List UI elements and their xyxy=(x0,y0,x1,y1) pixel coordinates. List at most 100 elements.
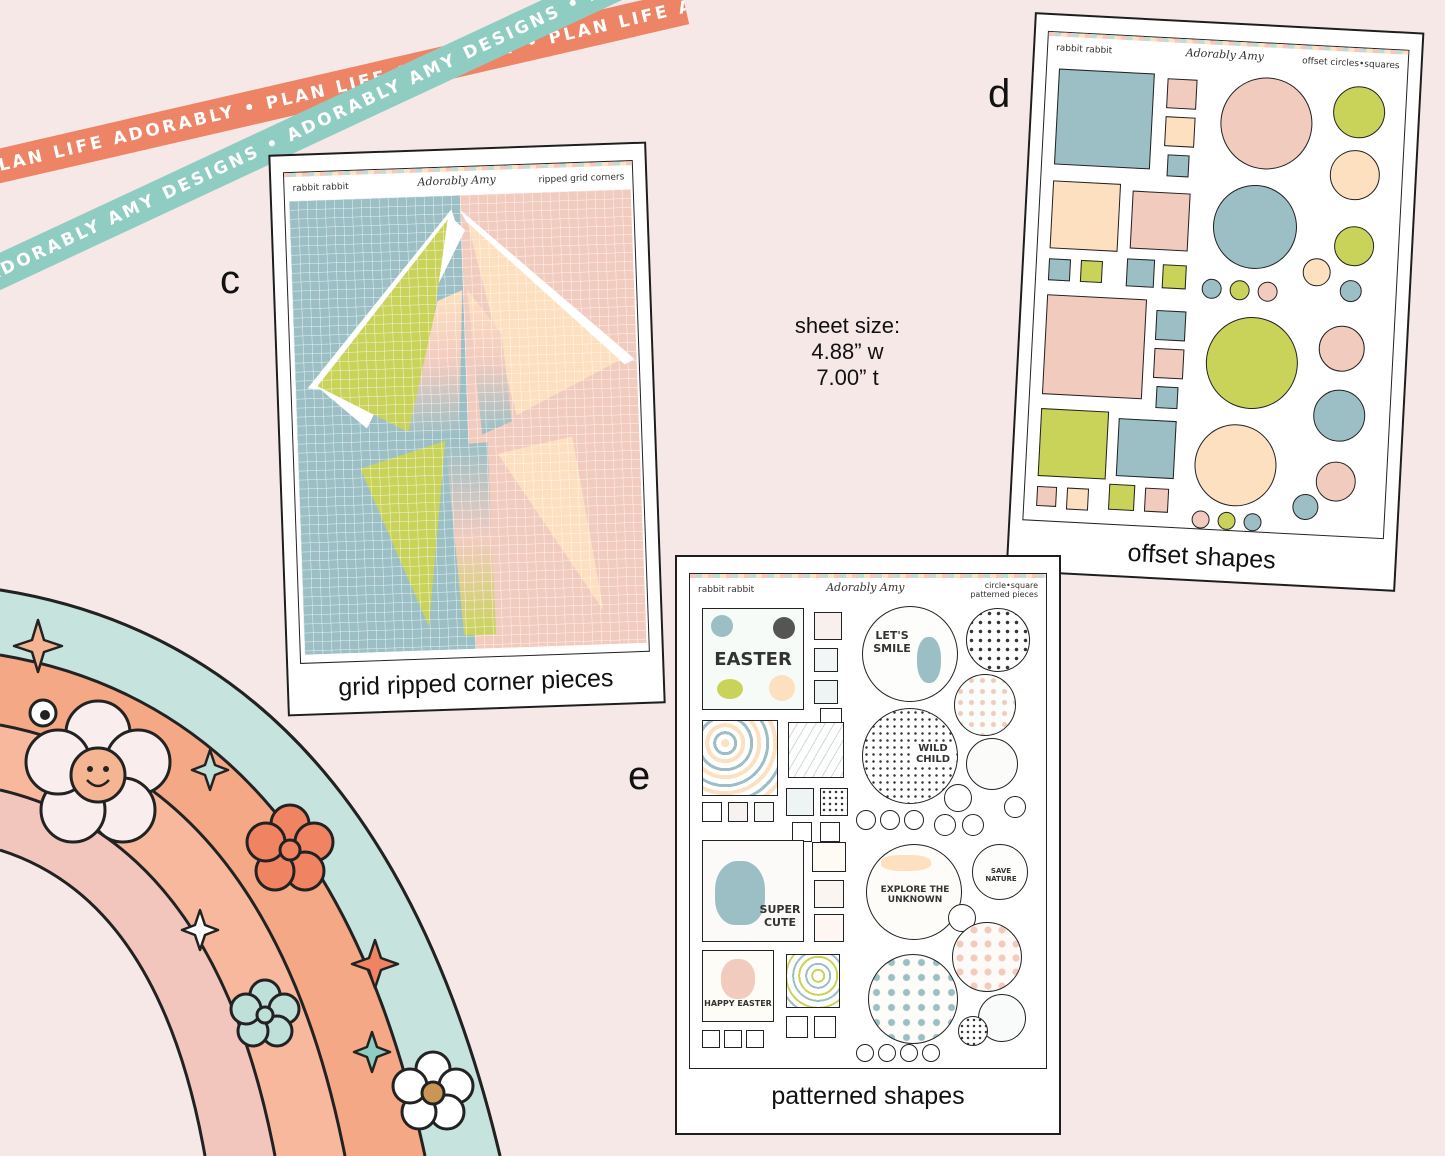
pattern-circle xyxy=(1004,796,1026,818)
bunny-square-sticker xyxy=(814,648,838,672)
square-sticker xyxy=(1164,116,1196,148)
happy-easter-sticker: HAPPY EASTER xyxy=(702,950,774,1022)
sheet-title: circle•square patterned pieces xyxy=(970,581,1038,599)
small-pattern-sticker xyxy=(728,802,748,822)
sparkle-icon xyxy=(352,1030,392,1074)
small-pattern-sticker xyxy=(724,1030,742,1048)
small-pattern-sticker xyxy=(746,1030,764,1048)
save-nature-sticker: SAVE NATURE xyxy=(972,844,1028,900)
square-sticker xyxy=(1115,418,1177,480)
smiley-flower-icon xyxy=(24,699,172,844)
square-sticker xyxy=(1036,485,1058,507)
sparkle-icon xyxy=(350,938,400,990)
circle-sticker xyxy=(1317,324,1366,373)
square-sticker xyxy=(1107,483,1136,512)
label-d: d xyxy=(988,72,1011,116)
rain-pattern-sticker xyxy=(788,722,844,778)
happy-easter-text: HAPPY EASTER xyxy=(704,999,772,1008)
circle-sticker xyxy=(1311,388,1367,443)
pattern-circle xyxy=(934,814,956,836)
square-sticker xyxy=(1161,264,1187,290)
square-sticker xyxy=(1143,487,1170,513)
circle-sticker xyxy=(1339,279,1363,303)
circle-sticker xyxy=(1328,148,1382,202)
pattern-circle xyxy=(922,1044,940,1062)
bunny-square-sticker xyxy=(814,914,844,942)
circle-sticker xyxy=(1218,75,1315,172)
floral-pattern-sticker xyxy=(786,954,840,1008)
pattern-circle xyxy=(878,1044,896,1062)
circle-sticker xyxy=(1257,281,1279,303)
rainbow-decoration xyxy=(0,588,502,1156)
circle-sticker xyxy=(1191,510,1211,530)
bunny-square-sticker xyxy=(814,880,844,908)
square-sticker xyxy=(1079,259,1103,284)
circle-sticker xyxy=(1243,512,1262,532)
label-e: e xyxy=(628,754,651,798)
sheet-size-label: sheet size: 4.88” w 7.00” t xyxy=(770,313,925,391)
dot-pattern-sticker xyxy=(820,788,848,816)
brand-logo: Adorably Amy xyxy=(417,172,497,189)
circle-sticker xyxy=(1217,511,1237,531)
sheet-d-offset-shapes: rabbit rabbit Adorably Amy offset circle… xyxy=(1005,12,1425,592)
pattern-circle xyxy=(962,814,984,836)
square-sticker xyxy=(1154,309,1187,342)
easter-sticker: EASTER xyxy=(702,608,804,710)
eye-icon xyxy=(28,698,58,728)
small-pattern-sticker xyxy=(754,802,774,822)
small-pattern-sticker xyxy=(814,1016,836,1038)
pattern-circle xyxy=(856,810,876,830)
sheet-size-height: 7.00” t xyxy=(816,365,879,390)
collection-name: rabbit rabbit xyxy=(698,585,755,595)
square-sticker xyxy=(1166,154,1190,178)
sparkle-icon xyxy=(180,908,220,952)
circle-sticker xyxy=(1301,257,1332,287)
circle-sticker xyxy=(1229,279,1251,301)
small-pattern-sticker xyxy=(786,1016,808,1038)
square-sticker xyxy=(1049,180,1122,252)
patterned-shapes-grid: EASTER SUPER CUTE xyxy=(696,604,1040,1068)
square-sticker xyxy=(1053,68,1155,170)
square-sticker xyxy=(1155,386,1179,410)
daisy-icon xyxy=(391,1050,475,1131)
super-cute-text: SUPER CUTE xyxy=(759,903,801,929)
sparkle-icon xyxy=(12,618,64,674)
collection-name: rabbit rabbit xyxy=(292,181,349,194)
teal-flower-icon xyxy=(229,978,301,1048)
lets-smile-sticker: LET'S SMILE xyxy=(862,606,958,702)
brand-logo: Adorably Amy xyxy=(826,581,905,594)
floral-pattern-sticker xyxy=(702,720,778,796)
bunny-pattern-circle xyxy=(952,922,1022,992)
super-cute-sticker: SUPER CUTE xyxy=(702,840,804,942)
square-sticker xyxy=(1152,347,1185,380)
wild-child-sticker: WILD CHILD xyxy=(862,708,958,804)
sparkle-icon xyxy=(190,748,230,792)
sheet-title: ripped grid corners xyxy=(538,172,625,186)
ripped-grid-art xyxy=(288,189,647,655)
circle-sticker xyxy=(1314,460,1357,503)
circle-sticker xyxy=(1201,278,1223,300)
square-sticker xyxy=(1041,294,1148,400)
pattern-circle xyxy=(856,1044,874,1062)
square-sticker xyxy=(1065,487,1090,511)
dot-pattern-circle xyxy=(958,1016,988,1046)
square-sticker xyxy=(1037,408,1110,480)
sheet-size-line1: sheet size: xyxy=(794,313,901,338)
save-nature-text: SAVE NATURE xyxy=(985,867,1017,883)
bunny-square-sticker xyxy=(812,842,846,872)
pattern-circle xyxy=(880,810,900,830)
sheet-e-caption: patterned shapes xyxy=(771,1082,965,1110)
pattern-circle xyxy=(944,784,972,812)
small-pattern-sticker xyxy=(820,822,840,842)
collection-name: rabbit rabbit xyxy=(1055,43,1113,57)
bunny-square-sticker xyxy=(786,788,814,816)
pattern-circle xyxy=(900,1044,918,1062)
square-sticker xyxy=(1125,258,1156,288)
bunny-square-sticker xyxy=(814,680,838,704)
pattern-circle xyxy=(954,674,1016,736)
sheet-e-patterned-shapes: rabbit rabbit Adorably Amy circle•square… xyxy=(675,555,1061,1135)
circle-sticker xyxy=(1192,422,1279,509)
circle-sticker xyxy=(1331,84,1387,140)
brand-logo: Adorably Amy xyxy=(1185,46,1265,64)
wild-child-text: WILD CHILD xyxy=(911,743,955,765)
